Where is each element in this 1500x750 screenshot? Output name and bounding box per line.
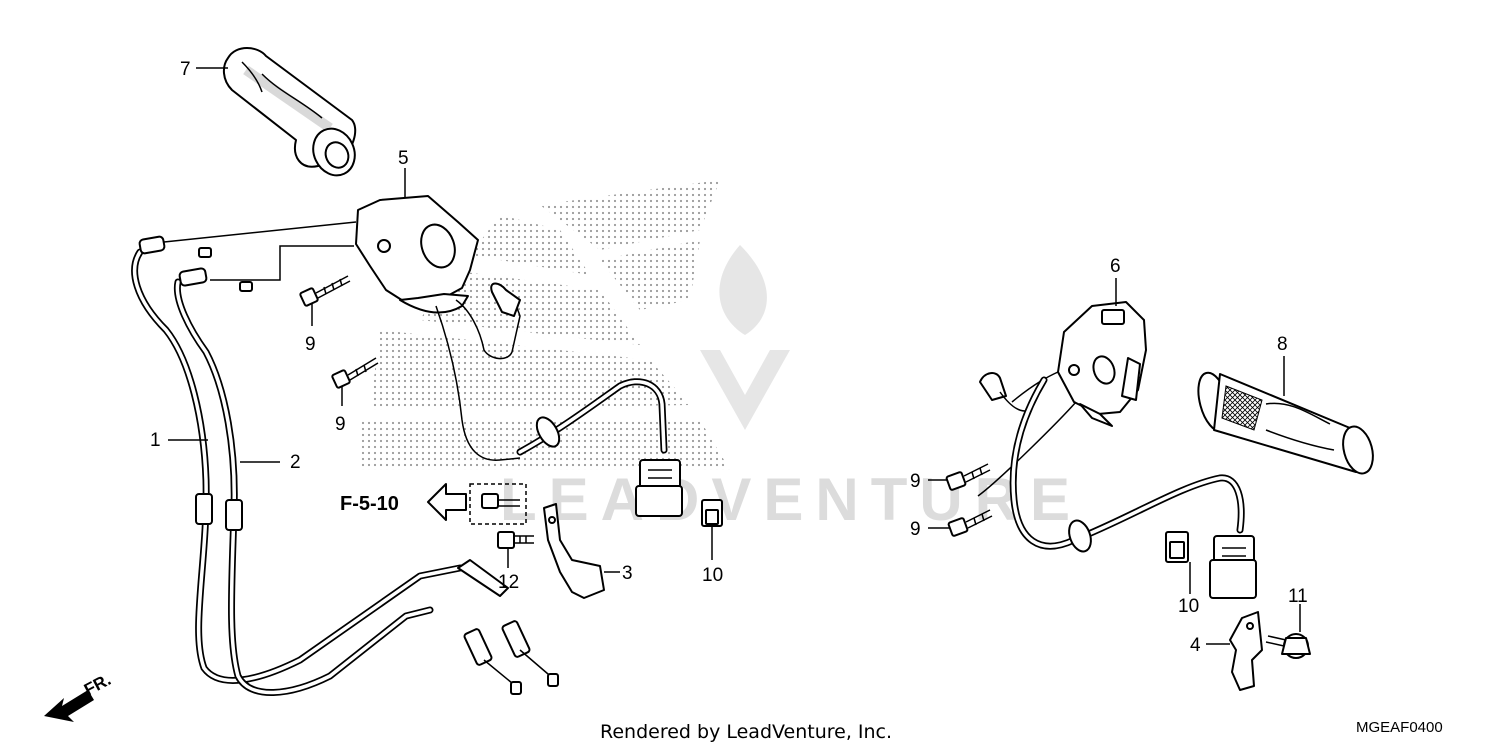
callout-9-lower-right: 9 [910, 519, 921, 540]
left-harness-connector[interactable] [516, 378, 683, 517]
right-harness-clip [979, 372, 1031, 412]
watermark-text: LEADVENTURE [500, 466, 1082, 533]
clip-part-10-right[interactable] [1165, 531, 1189, 563]
reference-arrow[interactable] [427, 483, 467, 521]
throttle-cables-part-1-2[interactable] [131, 235, 559, 696]
callout-9-upper-right: 9 [910, 471, 921, 492]
boxed-screw [481, 493, 520, 509]
screw-part-12[interactable] [497, 531, 534, 549]
throttle-housing-part-5[interactable] [355, 195, 521, 461]
callout-9-lower-left: 9 [335, 414, 346, 435]
bracket-part-4[interactable] [1229, 611, 1263, 691]
callout-2: 2 [290, 452, 301, 473]
forward-direction-arrow: FR. [44, 670, 114, 722]
callout-12: 12 [498, 572, 519, 593]
callout-5: 5 [398, 148, 409, 169]
screw-part-9-lower-left[interactable] [331, 357, 379, 389]
callout-8: 8 [1277, 334, 1288, 355]
footer-credit: Rendered by LeadVenture, Inc. [600, 721, 892, 743]
callout-4: 4 [1190, 635, 1201, 656]
left-grip-part-7[interactable] [222, 47, 362, 182]
right-harness-connector[interactable] [1009, 376, 1257, 599]
callout-10-left: 10 [702, 565, 723, 586]
callout-labels: 1 2 3 4 5 6 7 8 9 9 9 9 10 10 11 12 [150, 59, 1308, 656]
callout-7: 7 [180, 59, 191, 80]
clip-part-10-left[interactable] [701, 499, 723, 527]
diagram-code: MGEAF0400 [1356, 719, 1443, 736]
callout-10-right: 10 [1178, 596, 1199, 617]
callout-3: 3 [622, 563, 633, 584]
switch-housing-part-6[interactable] [1057, 301, 1147, 427]
bracket-part-3[interactable] [543, 503, 605, 599]
screw-part-9-lower-right[interactable] [947, 509, 993, 537]
callout-9-upper-left: 9 [305, 334, 316, 355]
callout-6: 6 [1110, 256, 1121, 277]
screw-part-9-upper-left[interactable] [299, 275, 351, 307]
callout-1: 1 [150, 430, 161, 451]
bolt-part-11[interactable] [1265, 633, 1311, 659]
callout-11: 11 [1288, 586, 1308, 607]
screw-part-9-upper-right[interactable] [945, 463, 991, 491]
right-grip-part-8[interactable] [1193, 369, 1378, 476]
reference-link[interactable]: F-5-10 [340, 493, 399, 515]
